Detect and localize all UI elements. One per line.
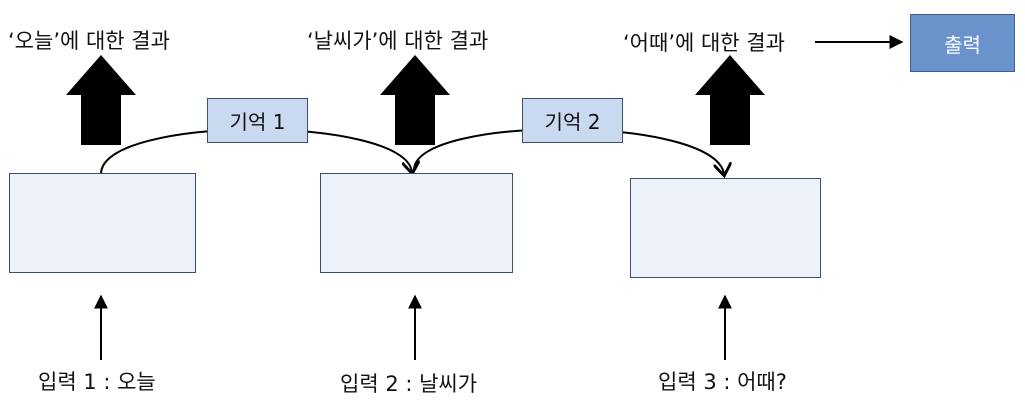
memory-box-1: 기억 1 <box>207 98 308 143</box>
input-label-2: 입력 2 : 날씨가 <box>340 372 478 396</box>
rnn-cell-1 <box>9 173 196 273</box>
final-output-label: 출력 <box>944 32 981 57</box>
rnn-cell-2 <box>320 173 513 273</box>
output-label-3: ‘어때’에 대한 결과 <box>623 31 785 55</box>
final-output-box: 출력 <box>910 14 1015 72</box>
output-label-1: ‘오늘’에 대한 결과 <box>8 29 170 53</box>
rnn-cell-3 <box>630 178 821 278</box>
input-label-3: 입력 3 : 어때? <box>658 370 787 394</box>
memory-label-2: 기억 2 <box>544 110 601 134</box>
output-arrow-1 <box>66 55 136 145</box>
memory-box-2: 기억 2 <box>522 98 623 143</box>
input-label-1: 입력 1 : 오늘 <box>38 370 156 394</box>
output-label-2: ‘날씨가’에 대한 결과 <box>307 29 489 53</box>
output-arrow-3 <box>695 55 765 145</box>
output-arrow-2 <box>380 55 450 145</box>
memory-label-1: 기억 1 <box>229 110 286 134</box>
